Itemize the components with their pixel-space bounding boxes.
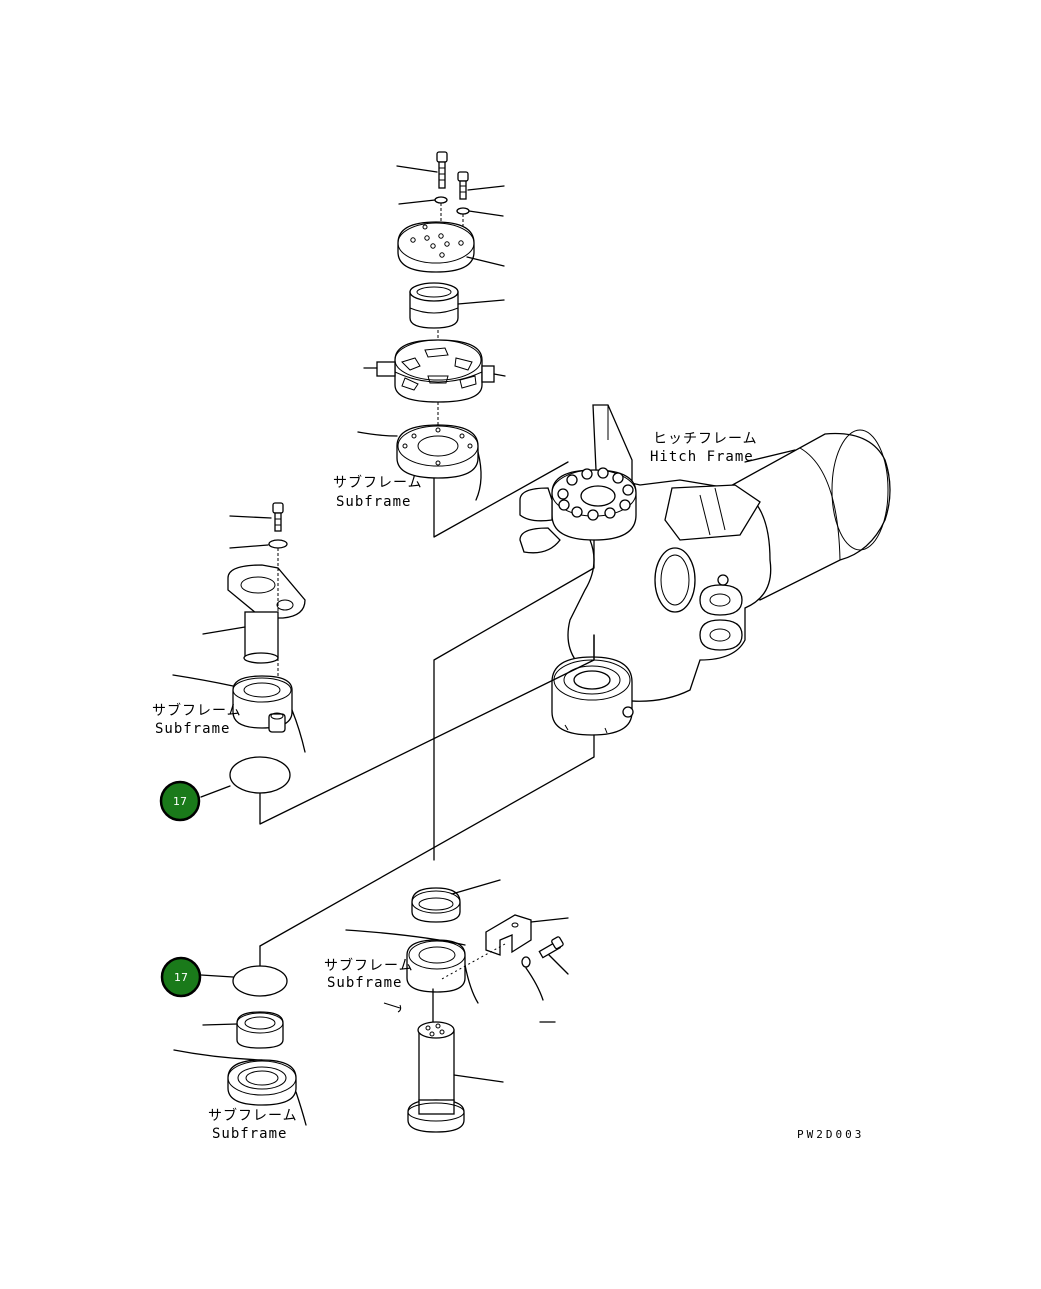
subframe-label-en-lowerleft: Subframe — [212, 1126, 287, 1142]
hitch-frame-label-en: Hitch Frame — [650, 449, 754, 465]
lower-left-subframe-ring — [173, 1049, 307, 1126]
lower-left-bushing — [202, 1011, 284, 1049]
subframe-label-en-left: Subframe — [155, 721, 230, 737]
upper-bearing-ring — [396, 424, 479, 479]
bolt-top-right — [457, 171, 469, 200]
hitch-frame — [519, 404, 891, 736]
subframe-label-jp-lowerleft: サブフレーム — [208, 1107, 298, 1124]
lower-pin-stack — [345, 879, 569, 1133]
o-ring-lower — [232, 965, 288, 997]
callout-17-upper[interactable]: 17 — [159, 780, 201, 822]
subframe-label-jp-left: サブフレーム — [152, 702, 242, 719]
bolt-top-left — [436, 151, 448, 189]
bracket-bolt — [538, 936, 564, 959]
hitch-frame-label-jp: ヒッチフレーム — [653, 431, 758, 447]
drawing-code: PW2D003 — [797, 1128, 864, 1141]
bracket-washer — [521, 956, 531, 968]
left-pin-stack — [172, 502, 306, 753]
callout-17-lower[interactable]: 17 — [160, 956, 202, 998]
flange-bolts — [557, 467, 634, 521]
upper-pin-stack — [357, 151, 506, 501]
washer-top-left — [434, 196, 448, 204]
o-ring-upper — [229, 756, 291, 794]
upper-bushing — [409, 282, 459, 329]
subframe-label-en-bottom: Subframe — [327, 975, 402, 991]
washer-top-right — [456, 207, 470, 215]
cap-plate — [397, 221, 475, 273]
left-bolt — [272, 502, 284, 532]
subframe-label-jp: サブフレーム — [333, 474, 423, 491]
shim-pack — [376, 339, 495, 403]
subframe-label-en: Subframe — [336, 494, 411, 510]
subframe-label-jp-bottom: サブフレーム — [324, 957, 414, 974]
left-washer — [268, 539, 288, 549]
